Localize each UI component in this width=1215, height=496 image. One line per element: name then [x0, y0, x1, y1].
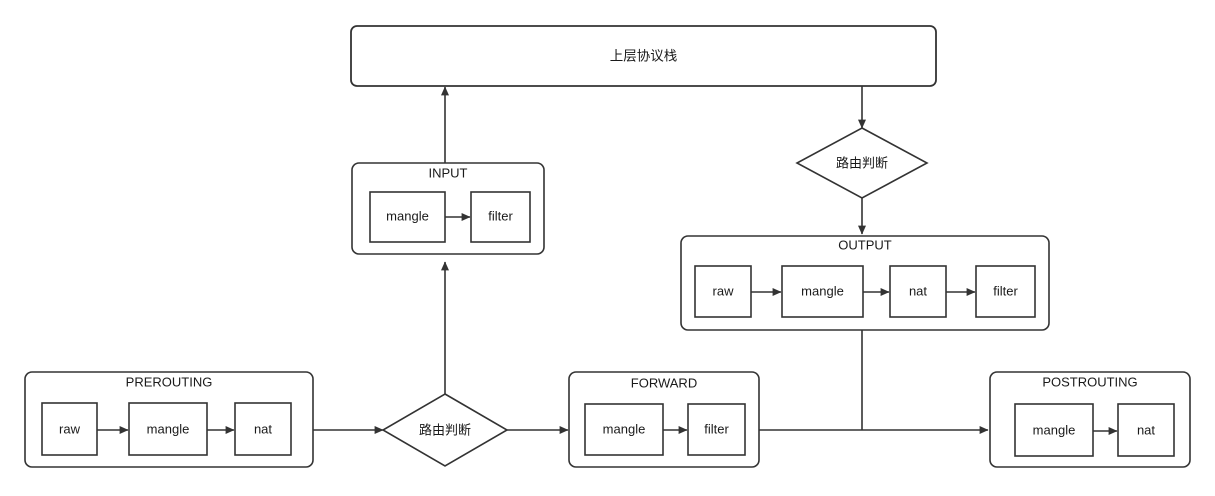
table-label-output-raw: raw	[713, 283, 735, 298]
table-label-input-mangle: mangle	[386, 208, 429, 223]
upper-protocol-stack: 上层协议栈	[350, 25, 937, 87]
chain-forward-label: FORWARD	[631, 375, 697, 390]
table-label-output-nat: nat	[909, 283, 927, 298]
table-box-output-nat	[889, 265, 947, 318]
chain-input: INPUT mangle filter	[351, 162, 545, 255]
upper-protocol-stack-box	[350, 25, 937, 87]
upper-protocol-stack-label: 上层协议栈	[610, 49, 678, 64]
table-box-postrouting-mangle	[1014, 403, 1094, 457]
chain-prerouting-label: PREROUTING	[126, 374, 213, 389]
chain-output-label: OUTPUT	[838, 237, 892, 252]
table-label-prerouting-raw: raw	[59, 421, 81, 436]
chain-postrouting: POSTROUTING mangle nat	[989, 371, 1191, 468]
routing-decision-top: 路由判断	[795, 127, 929, 199]
table-box-output-raw	[694, 265, 752, 318]
table-label-postrouting-mangle: mangle	[1033, 422, 1076, 437]
chain-output: OUTPUT raw mangle nat filter	[680, 235, 1050, 331]
table-label-prerouting-nat: nat	[254, 421, 272, 436]
routing-decision-top-diamond	[795, 127, 929, 199]
routing-decision-bottom: 路由判断	[381, 393, 509, 467]
table-box-prerouting-mangle	[128, 402, 208, 456]
table-box-forward-filter	[687, 403, 746, 456]
table-label-output-mangle: mangle	[801, 283, 844, 298]
table-box-input-filter	[470, 191, 531, 243]
table-box-output-filter	[975, 265, 1036, 318]
routing-decision-top-label: 路由判断	[836, 155, 888, 170]
table-label-postrouting-nat: nat	[1137, 422, 1155, 437]
table-box-prerouting-nat	[234, 402, 292, 456]
table-box-prerouting-raw	[41, 402, 98, 456]
routing-decision-bottom-label: 路由判断	[419, 422, 471, 437]
table-label-forward-mangle: mangle	[603, 421, 646, 436]
table-box-postrouting-nat	[1117, 403, 1175, 457]
table-label-prerouting-mangle: mangle	[147, 421, 190, 436]
chain-forward: FORWARD mangle filter	[568, 371, 760, 468]
table-label-output-filter: filter	[993, 283, 1018, 298]
table-label-input-filter: filter	[488, 208, 513, 223]
chain-postrouting-label: POSTROUTING	[1042, 374, 1137, 389]
chain-output-box	[680, 235, 1050, 331]
chain-prerouting: PREROUTING raw mangle nat	[24, 371, 314, 468]
chain-input-label: INPUT	[429, 165, 468, 180]
routing-decision-bottom-diamond	[381, 393, 509, 467]
table-label-forward-filter: filter	[704, 421, 729, 436]
